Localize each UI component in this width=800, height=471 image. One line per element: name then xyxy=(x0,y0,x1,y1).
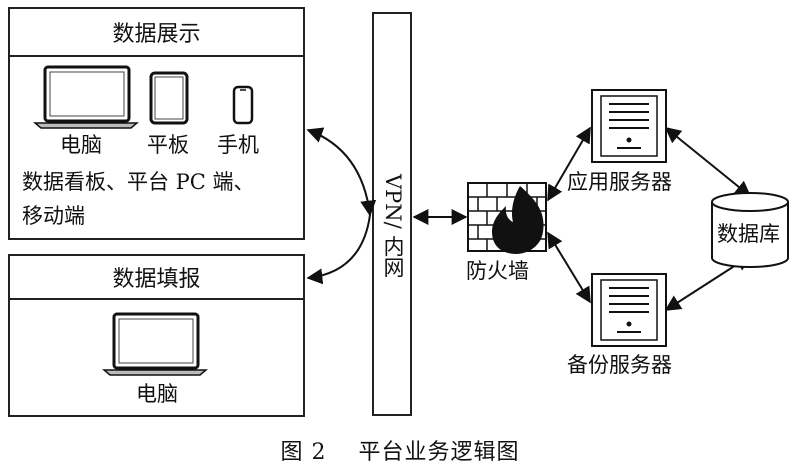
display-note: 数据看板、平台 PC 端、 移动端 xyxy=(22,165,255,233)
firewall-to-app-server-arrow xyxy=(547,126,591,202)
report-to-vpn-arrow xyxy=(306,214,371,285)
display-to-vpn-arrow xyxy=(306,127,377,217)
data-report-title: 数据填报 xyxy=(10,256,303,300)
vpn-intranet-bar: VPN/ 内网 xyxy=(372,12,412,416)
laptop-icon xyxy=(33,65,139,129)
app-server-to-db-arrow xyxy=(664,126,752,198)
data-report-panel: 数据填报 电脑 xyxy=(8,254,305,417)
device-label-phone: 手机 xyxy=(217,133,259,157)
display-note-line1: 数据看板、平台 PC 端、 xyxy=(22,170,255,194)
tablet-icon xyxy=(149,71,189,125)
figure-caption: 图 2 平台业务逻辑图 xyxy=(280,440,520,465)
device-label-tablet: 平板 xyxy=(147,133,189,157)
firewall-label: 防火墙 xyxy=(466,259,529,283)
display-note-line2: 移动端 xyxy=(22,204,85,228)
laptop-icon xyxy=(102,312,208,376)
data-display-panel: 数据展示 电脑 平板 手机 数据看板、平台 PC 端、 移动端 xyxy=(8,7,305,240)
data-display-title: 数据展示 xyxy=(10,9,303,57)
server-icon xyxy=(591,89,667,163)
report-device-label: 电脑 xyxy=(136,382,178,406)
server-icon xyxy=(591,273,667,347)
app-server-label: 应用服务器 xyxy=(567,170,672,194)
phone-icon xyxy=(232,85,254,125)
device-label-computer: 电脑 xyxy=(60,133,102,157)
vpn-label: VPN/ 内网 xyxy=(381,174,405,278)
backup-server-label: 备份服务器 xyxy=(567,353,672,377)
database-label: 数据库 xyxy=(717,222,780,246)
database-icon xyxy=(711,192,789,268)
firewall-to-backup-server-arrow xyxy=(547,231,591,304)
firewall-icon xyxy=(467,182,547,254)
